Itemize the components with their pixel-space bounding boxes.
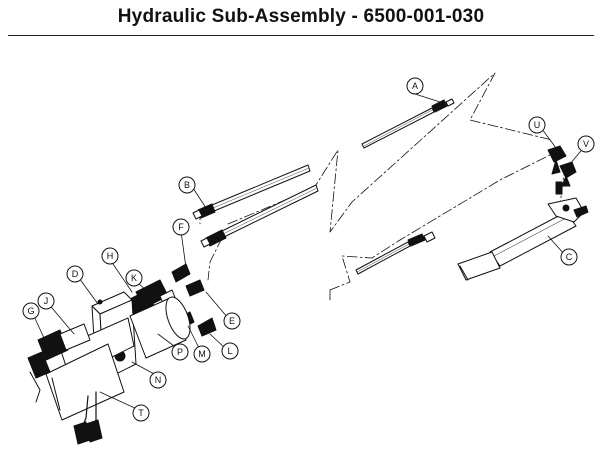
cylinder-c [457,181,589,281]
svg-text:P: P [177,347,183,357]
callout-e: E [223,312,241,330]
lower-hose [355,231,436,275]
svg-text:H: H [107,251,114,261]
svg-text:C: C [566,252,573,262]
svg-text:U: U [534,120,541,130]
hoses-b [192,164,319,248]
callout-l: L [221,342,239,360]
svg-text:F: F [178,222,184,232]
callout-u: U [528,116,546,134]
motor-and-reservoir [27,296,191,421]
callout-c: C [560,248,578,266]
svg-text:N: N [155,375,162,385]
callout-d: D [66,265,84,283]
svg-text:A: A [412,81,418,91]
callout-h: H [101,247,119,265]
svg-text:B: B [184,180,190,190]
assembly-path-lines [199,72,566,301]
fittings-u-v [547,145,577,187]
callout-j: J [37,292,55,310]
hose-a [361,98,455,149]
callout-p: P [171,343,189,361]
callout-m: M [193,345,211,363]
callout-a: A [406,77,424,95]
svg-text:M: M [198,349,206,359]
svg-text:J: J [44,296,49,306]
callout-t: T [132,404,150,422]
svg-text:E: E [229,316,235,326]
callout-n: N [149,371,167,389]
callout-g: G [22,302,40,320]
svg-text:K: K [131,273,137,283]
svg-text:T: T [138,408,144,418]
title-divider [8,35,594,36]
callout-v: V [577,135,595,153]
svg-text:V: V [583,139,589,149]
callout-f: F [172,218,190,236]
page-title: Hydraulic Sub-Assembly - 6500-001-030 [117,6,485,27]
svg-text:L: L [227,346,232,356]
callout-k: K [125,269,143,287]
svg-text:G: G [27,306,34,316]
callout-b: B [178,176,196,194]
svg-text:D: D [72,269,79,279]
wiring-harness [73,391,103,445]
